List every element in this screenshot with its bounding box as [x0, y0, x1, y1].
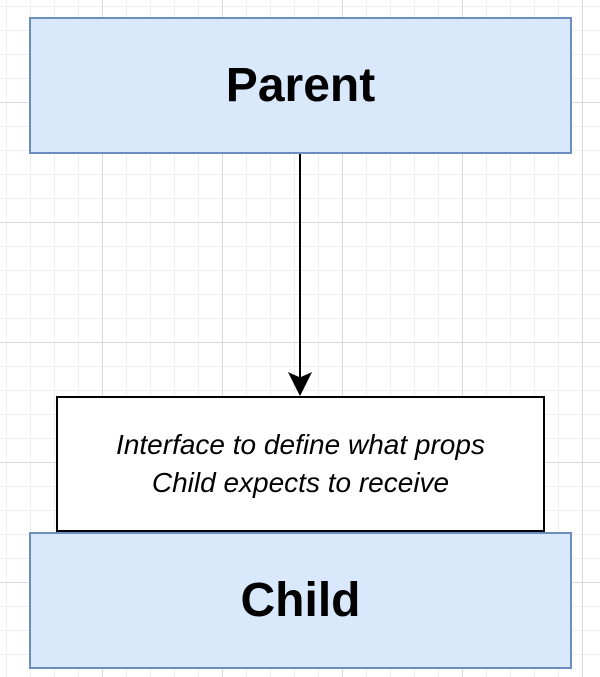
interface-node[interactable]: Interface to define what props Child exp…: [56, 396, 545, 532]
child-node[interactable]: Child: [29, 532, 572, 669]
interface-line-1: Interface to define what props: [116, 429, 485, 460]
parent-node[interactable]: Parent: [29, 17, 572, 154]
interface-line-2: Child expects to receive: [151, 467, 450, 498]
interface-text: Interface to define what props Child exp…: [116, 426, 485, 502]
child-label: Child: [240, 574, 361, 627]
arrowhead-icon: [287, 371, 313, 397]
parent-label: Parent: [225, 59, 376, 112]
